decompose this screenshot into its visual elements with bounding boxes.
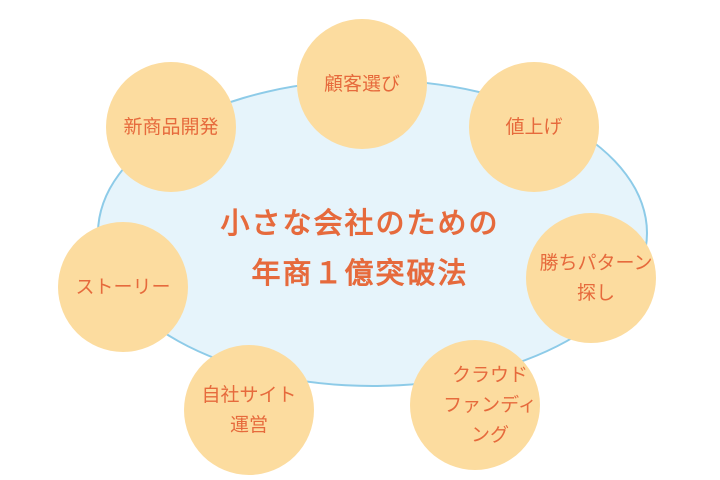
- node-label: 値上げ: [505, 116, 563, 138]
- node-label: 新商品開発: [123, 116, 219, 138]
- center-title: 小さな会社のための 年商１億突破法: [160, 198, 560, 298]
- center-title-line-2: 年商１億突破法: [251, 256, 469, 290]
- node-label: 顧客選び: [323, 73, 400, 95]
- node-winning-pattern: 勝ちパターン 探し: [526, 213, 656, 343]
- node-crowdfunding: クラウド ファンディング: [410, 340, 540, 470]
- node-label: クラウド ファンディング: [443, 364, 537, 446]
- center-title-line-1: 小さな会社のための: [220, 206, 500, 240]
- node-label: ストーリー: [75, 276, 171, 298]
- node-price-increase: 値上げ: [469, 62, 599, 192]
- node-label: 自社サイト 運営: [201, 384, 297, 436]
- node-own-website: 自社サイト 運営: [184, 345, 314, 475]
- node-customer-selection: 顧客選び: [297, 19, 427, 149]
- node-new-product: 新商品開発: [106, 62, 236, 192]
- node-story: ストーリー: [58, 222, 188, 352]
- node-label: 勝ちパターン 探し: [539, 252, 653, 304]
